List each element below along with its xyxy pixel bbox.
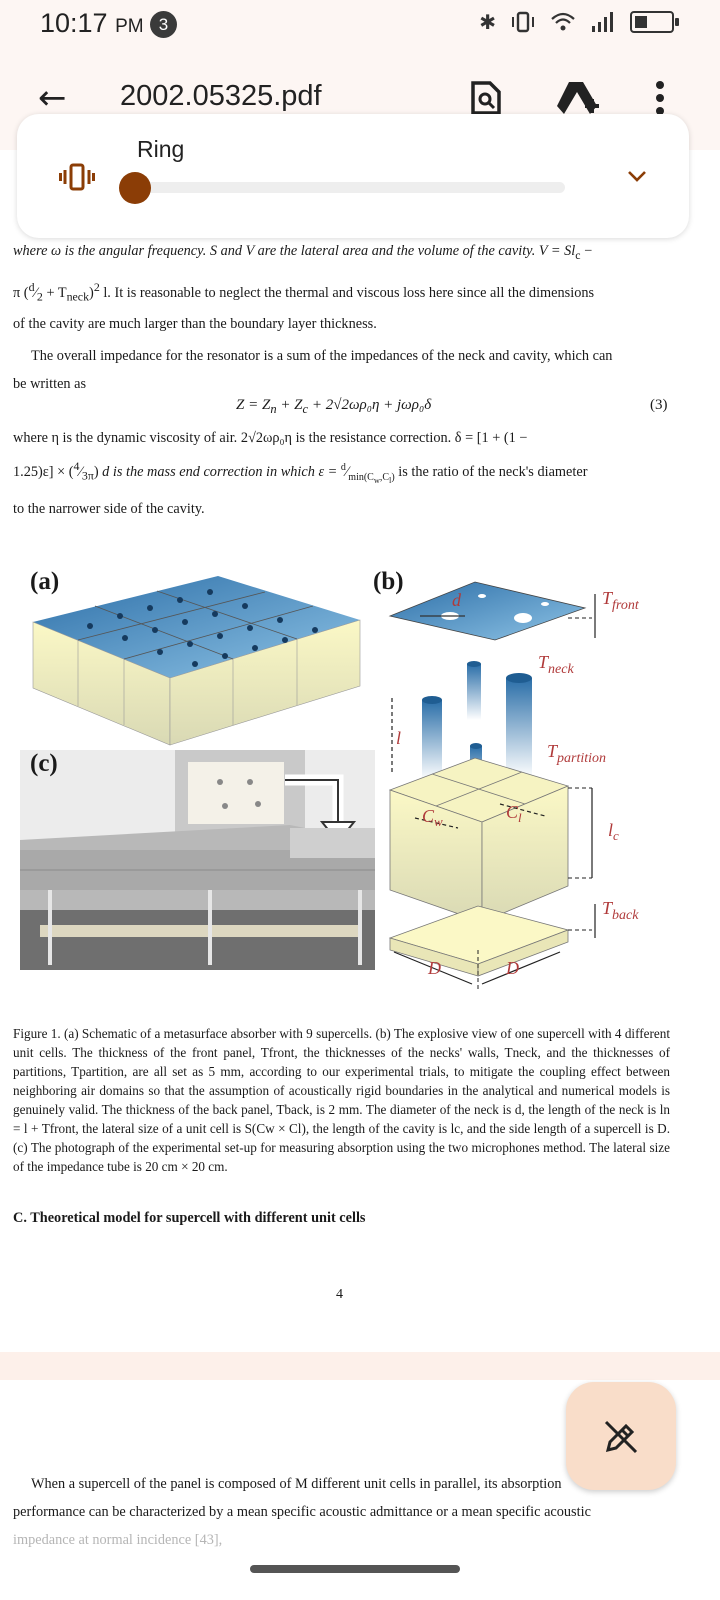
panel-label-a: (a) — [30, 568, 60, 595]
more-vert-icon[interactable] — [652, 80, 668, 116]
figure-caption: Figure 1. (a) Schematic of a metasurface… — [13, 1026, 670, 1174]
supercell-exploded-view — [388, 581, 596, 990]
signal-icon — [592, 12, 613, 32]
label-l: l — [396, 728, 401, 748]
absorber-schematic — [32, 576, 361, 746]
document-paragraph-1: where ω is the angular frequency. S and … — [13, 243, 613, 393]
label-t-neck: Tneck — [538, 652, 574, 677]
label-d: d — [452, 590, 462, 610]
label-t-back: Tback — [602, 898, 639, 923]
next-page-paragraph: When a supercell of the panel is compose… — [13, 1476, 591, 1548]
label-cw: Cw — [422, 806, 443, 829]
label-t-partition: Tpartition — [547, 741, 606, 766]
label-lc: lc — [608, 820, 619, 843]
experimental-setup-photo — [20, 750, 375, 970]
edit-off-icon — [604, 1420, 638, 1454]
figure-1-drawing: d Tfront Tneck Tpartition l Cw Cl lc Tba… — [20, 576, 640, 990]
battery-icon — [630, 11, 679, 33]
vibrate-icon — [512, 11, 534, 33]
ring-volume-thumb[interactable] — [119, 172, 151, 204]
panel-label-c: (c) — [30, 750, 58, 777]
chevron-down-icon[interactable] — [625, 164, 649, 188]
clock: 10:17 PM — [40, 8, 144, 38]
document-paragraph-3: where η is the dynamic viscosity of air.… — [13, 430, 588, 517]
ring-volume-slider[interactable] — [135, 182, 565, 193]
bluetooth-icon: ✱ — [479, 10, 496, 34]
label-t-front: Tfront — [602, 588, 640, 613]
search-in-file-icon[interactable] — [470, 80, 502, 116]
drive-add-icon[interactable] — [557, 80, 601, 116]
vibrate-icon[interactable] — [59, 162, 95, 192]
edit-toggle-button[interactable] — [566, 1382, 676, 1490]
label-D-left: D — [427, 958, 441, 978]
figure-1: d Tfront Tneck Tpartition l Cw Cl lc Tba… — [20, 560, 680, 1000]
notification-count-badge: 3 — [150, 11, 177, 38]
section-heading: C. Theoretical model for supercell with … — [13, 1210, 366, 1226]
back-arrow-icon[interactable]: ← — [38, 78, 67, 118]
ring-volume-popup: Ring — [17, 114, 689, 238]
wifi-icon — [551, 12, 575, 31]
ring-title: Ring — [137, 136, 185, 162]
page-separator — [0, 1352, 720, 1380]
panel-label-b: (b) — [373, 568, 404, 595]
label-D-right: D — [505, 958, 519, 978]
status-bar: 10:17 PM 3 ✱ — [0, 0, 720, 50]
gesture-navigation-bar[interactable] — [250, 1565, 460, 1573]
page-number: 4 — [336, 1287, 343, 1302]
label-cl: Cl — [506, 802, 522, 825]
file-name-title: 2002.05325.pdf — [120, 80, 322, 112]
